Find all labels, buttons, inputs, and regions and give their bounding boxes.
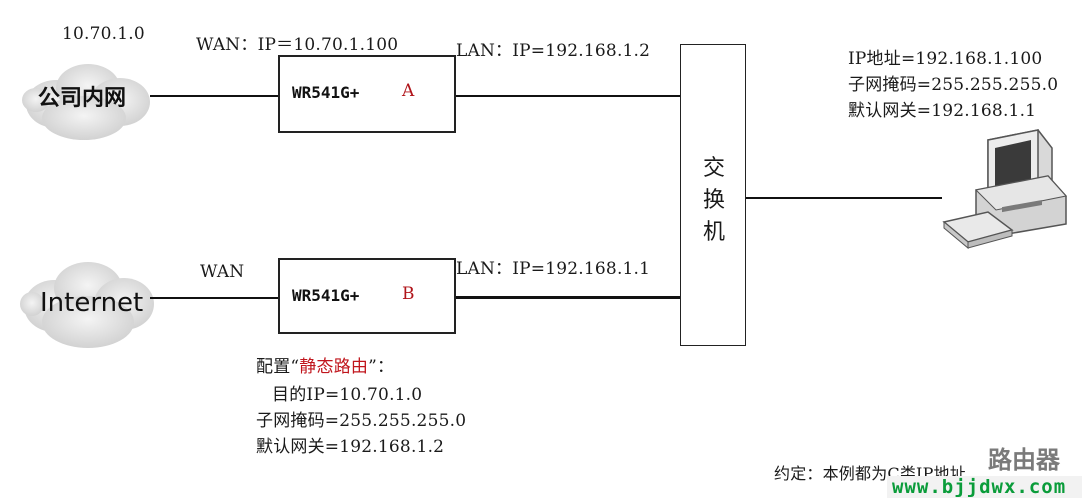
cloud-company-icon: [22, 64, 150, 140]
link-company-router-a: [150, 95, 278, 97]
watermark-banner: [887, 476, 1082, 498]
link-internet-router-b: [150, 297, 278, 299]
pc-gateway: 默认网关=192.168.1.1: [848, 101, 1037, 121]
network-address-label: 10.70.1.0: [62, 24, 145, 44]
switch: 交换机: [680, 44, 746, 346]
router-a: WR541G+ A: [278, 55, 456, 133]
watermark-logo: 路由器: [988, 446, 1060, 474]
pc-mask: 子网掩码=255.255.255.0: [848, 75, 1059, 95]
cloud-internet-icon: [20, 262, 154, 348]
router-b-model: WR541G+: [292, 286, 360, 305]
static-route-suffix: ”：: [368, 357, 395, 377]
router-a-model: WR541G+: [292, 83, 360, 102]
link-switch-pc: [746, 197, 942, 199]
link-router-a-switch: [456, 95, 680, 97]
static-route-config: 目的IP=10.70.1.0 子网掩码=255.255.255.0 默认网关=1…: [256, 382, 466, 460]
router-a-wan-label: WAN：IP＝10.70.1.100: [196, 35, 399, 55]
router-b-tag: B: [402, 284, 415, 304]
router-b-wan-label: WAN: [200, 262, 245, 282]
router-b: WR541G+ B: [278, 258, 456, 334]
link-router-b-switch: [456, 296, 680, 299]
static-route-title: 配置“静态路由”：: [256, 352, 394, 377]
computer-icon: [942, 129, 1067, 250]
static-route-gateway: 默认网关=192.168.1.2: [256, 437, 445, 457]
static-route-mask: 子网掩码=255.255.255.0: [256, 411, 467, 431]
watermark-url: www.bjjdwx.com: [892, 476, 1067, 498]
pc-ip: IP地址=192.168.1.100: [848, 49, 1043, 69]
cloud-internet-label: Internet: [40, 288, 144, 318]
router-a-tag: A: [402, 81, 415, 101]
static-route-dest: 目的IP=10.70.1.0: [272, 385, 423, 405]
router-b-lan-label: LAN：IP=192.168.1.1: [456, 259, 651, 279]
static-route-prefix: 配置“: [256, 357, 300, 377]
switch-label: 交换机: [703, 156, 726, 245]
cloud-company-label: 公司内网: [38, 86, 127, 111]
pc-config: IP地址=192.168.1.100 子网掩码=255.255.255.0 默认…: [848, 46, 1058, 124]
router-a-lan-label: LAN：IP=192.168.1.2: [456, 41, 651, 61]
static-route-highlight: 静态路由: [299, 357, 369, 377]
